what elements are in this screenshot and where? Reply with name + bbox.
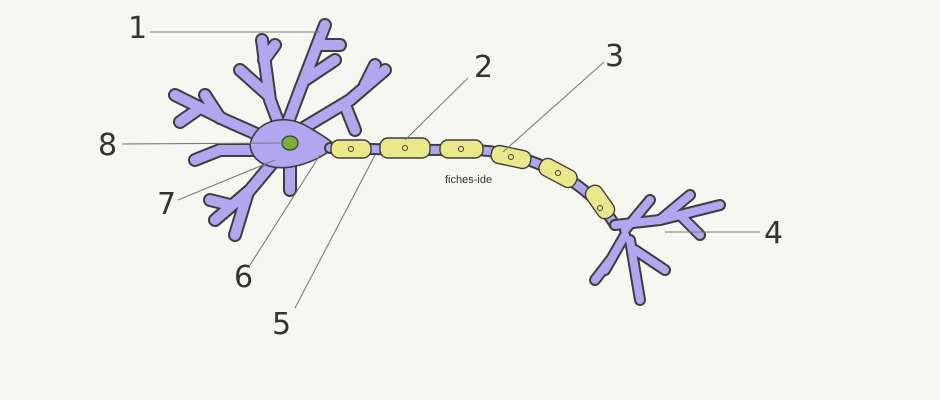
leader-line-6 [249, 154, 321, 266]
label-4: 4 [764, 216, 783, 251]
watermark: fiches-ide [445, 174, 492, 186]
myelin-segment [584, 184, 616, 220]
label-3: 3 [605, 39, 624, 74]
myelin-sheath [330, 137, 616, 220]
label-5: 5 [272, 307, 291, 342]
label-6: 6 [234, 260, 253, 295]
label-2: 2 [474, 50, 493, 85]
leader-lines [121, 31, 760, 309]
leader-line-5 [294, 154, 376, 309]
label-8: 8 [98, 128, 117, 163]
number-labels: 1 2 3 4 5 6 7 8 [98, 11, 783, 342]
leader-line-8 [121, 142, 286, 145]
label-7: 7 [157, 187, 176, 222]
leader-line-3 [502, 61, 605, 153]
cell-body-with-dendrites [168, 18, 392, 242]
label-1: 1 [128, 11, 147, 46]
leader-line-2 [404, 77, 469, 141]
leader-line-7 [177, 159, 276, 201]
